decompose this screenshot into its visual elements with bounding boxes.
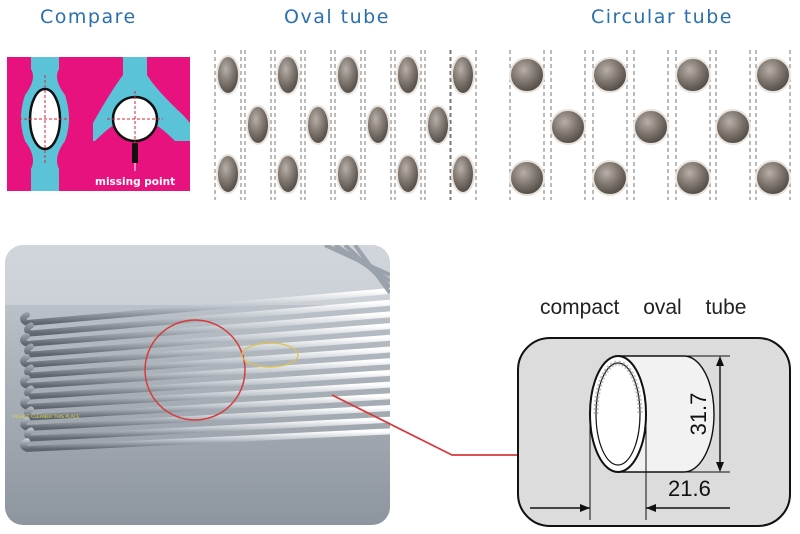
circular-tube [715,109,751,145]
width-dimension: 21.6 [530,420,730,520]
compare-heading: Compare [40,6,137,28]
photo-tube [20,405,390,432]
oval-tube [276,55,300,95]
oval-tube-dimension-drawing: 31.7 21.6 [400,320,800,530]
circular-tube-fin-diagram [93,57,190,171]
circular-tube [509,160,545,196]
oval-tube [336,154,360,194]
photo-stamp-text: PLEASE CLEANER THIS PLACE [13,414,80,420]
oval-tube [366,105,390,145]
circular-tube [592,160,628,196]
circular-tube [755,57,791,93]
oval-tube [306,105,330,145]
oval-tube [451,154,475,194]
photo-tube [24,393,390,421]
photo-tube [20,334,390,369]
photo-tube [20,381,390,411]
photo-tube [20,428,390,453]
circular-tube [592,57,628,93]
compare-illustration: missing point [7,57,190,191]
oval-tube [216,55,240,95]
height-value: 31.7 [686,393,711,436]
photo-tube [20,288,390,327]
oval-tube [216,154,240,194]
oval-tube-pattern [210,50,485,200]
circular-tube [755,160,791,196]
photo-tube [24,299,390,337]
oval-tube-heading: Oval tube [284,6,390,28]
photo-tube [24,369,390,400]
photo-tube [24,346,390,379]
oval-tube [276,154,300,194]
oval-tube-fin-diagram [19,57,71,191]
circular-tube [509,57,545,93]
circular-tube-pattern [505,50,795,200]
photo-tube [353,245,390,295]
oval-tube [336,55,360,95]
width-value: 21.6 [668,476,711,501]
photo-tube [20,311,390,348]
oval-tube [426,105,450,145]
photo-tube [24,416,390,442]
oval-tube [246,105,270,145]
circular-tube [675,160,711,196]
circular-tube [633,109,669,145]
oval-tube [451,55,475,95]
circular-tube-heading: Circular tube [591,6,733,28]
highlight-circle [144,319,246,421]
detail-title: compact oval tube [540,296,747,319]
tube-bundle [20,245,390,453]
circular-tube [550,109,586,145]
oval-tube [396,55,420,95]
tube-bundle-photo: PLEASE CLEANER THIS PLACE [5,245,390,525]
highlight-ellipse [241,342,299,368]
oval-tube [396,154,420,194]
height-dimension: 31.7 [618,355,730,473]
photo-tube [20,358,390,390]
missing-point-label: missing point [95,176,175,188]
circular-tube [675,57,711,93]
photo-tube [24,323,390,358]
